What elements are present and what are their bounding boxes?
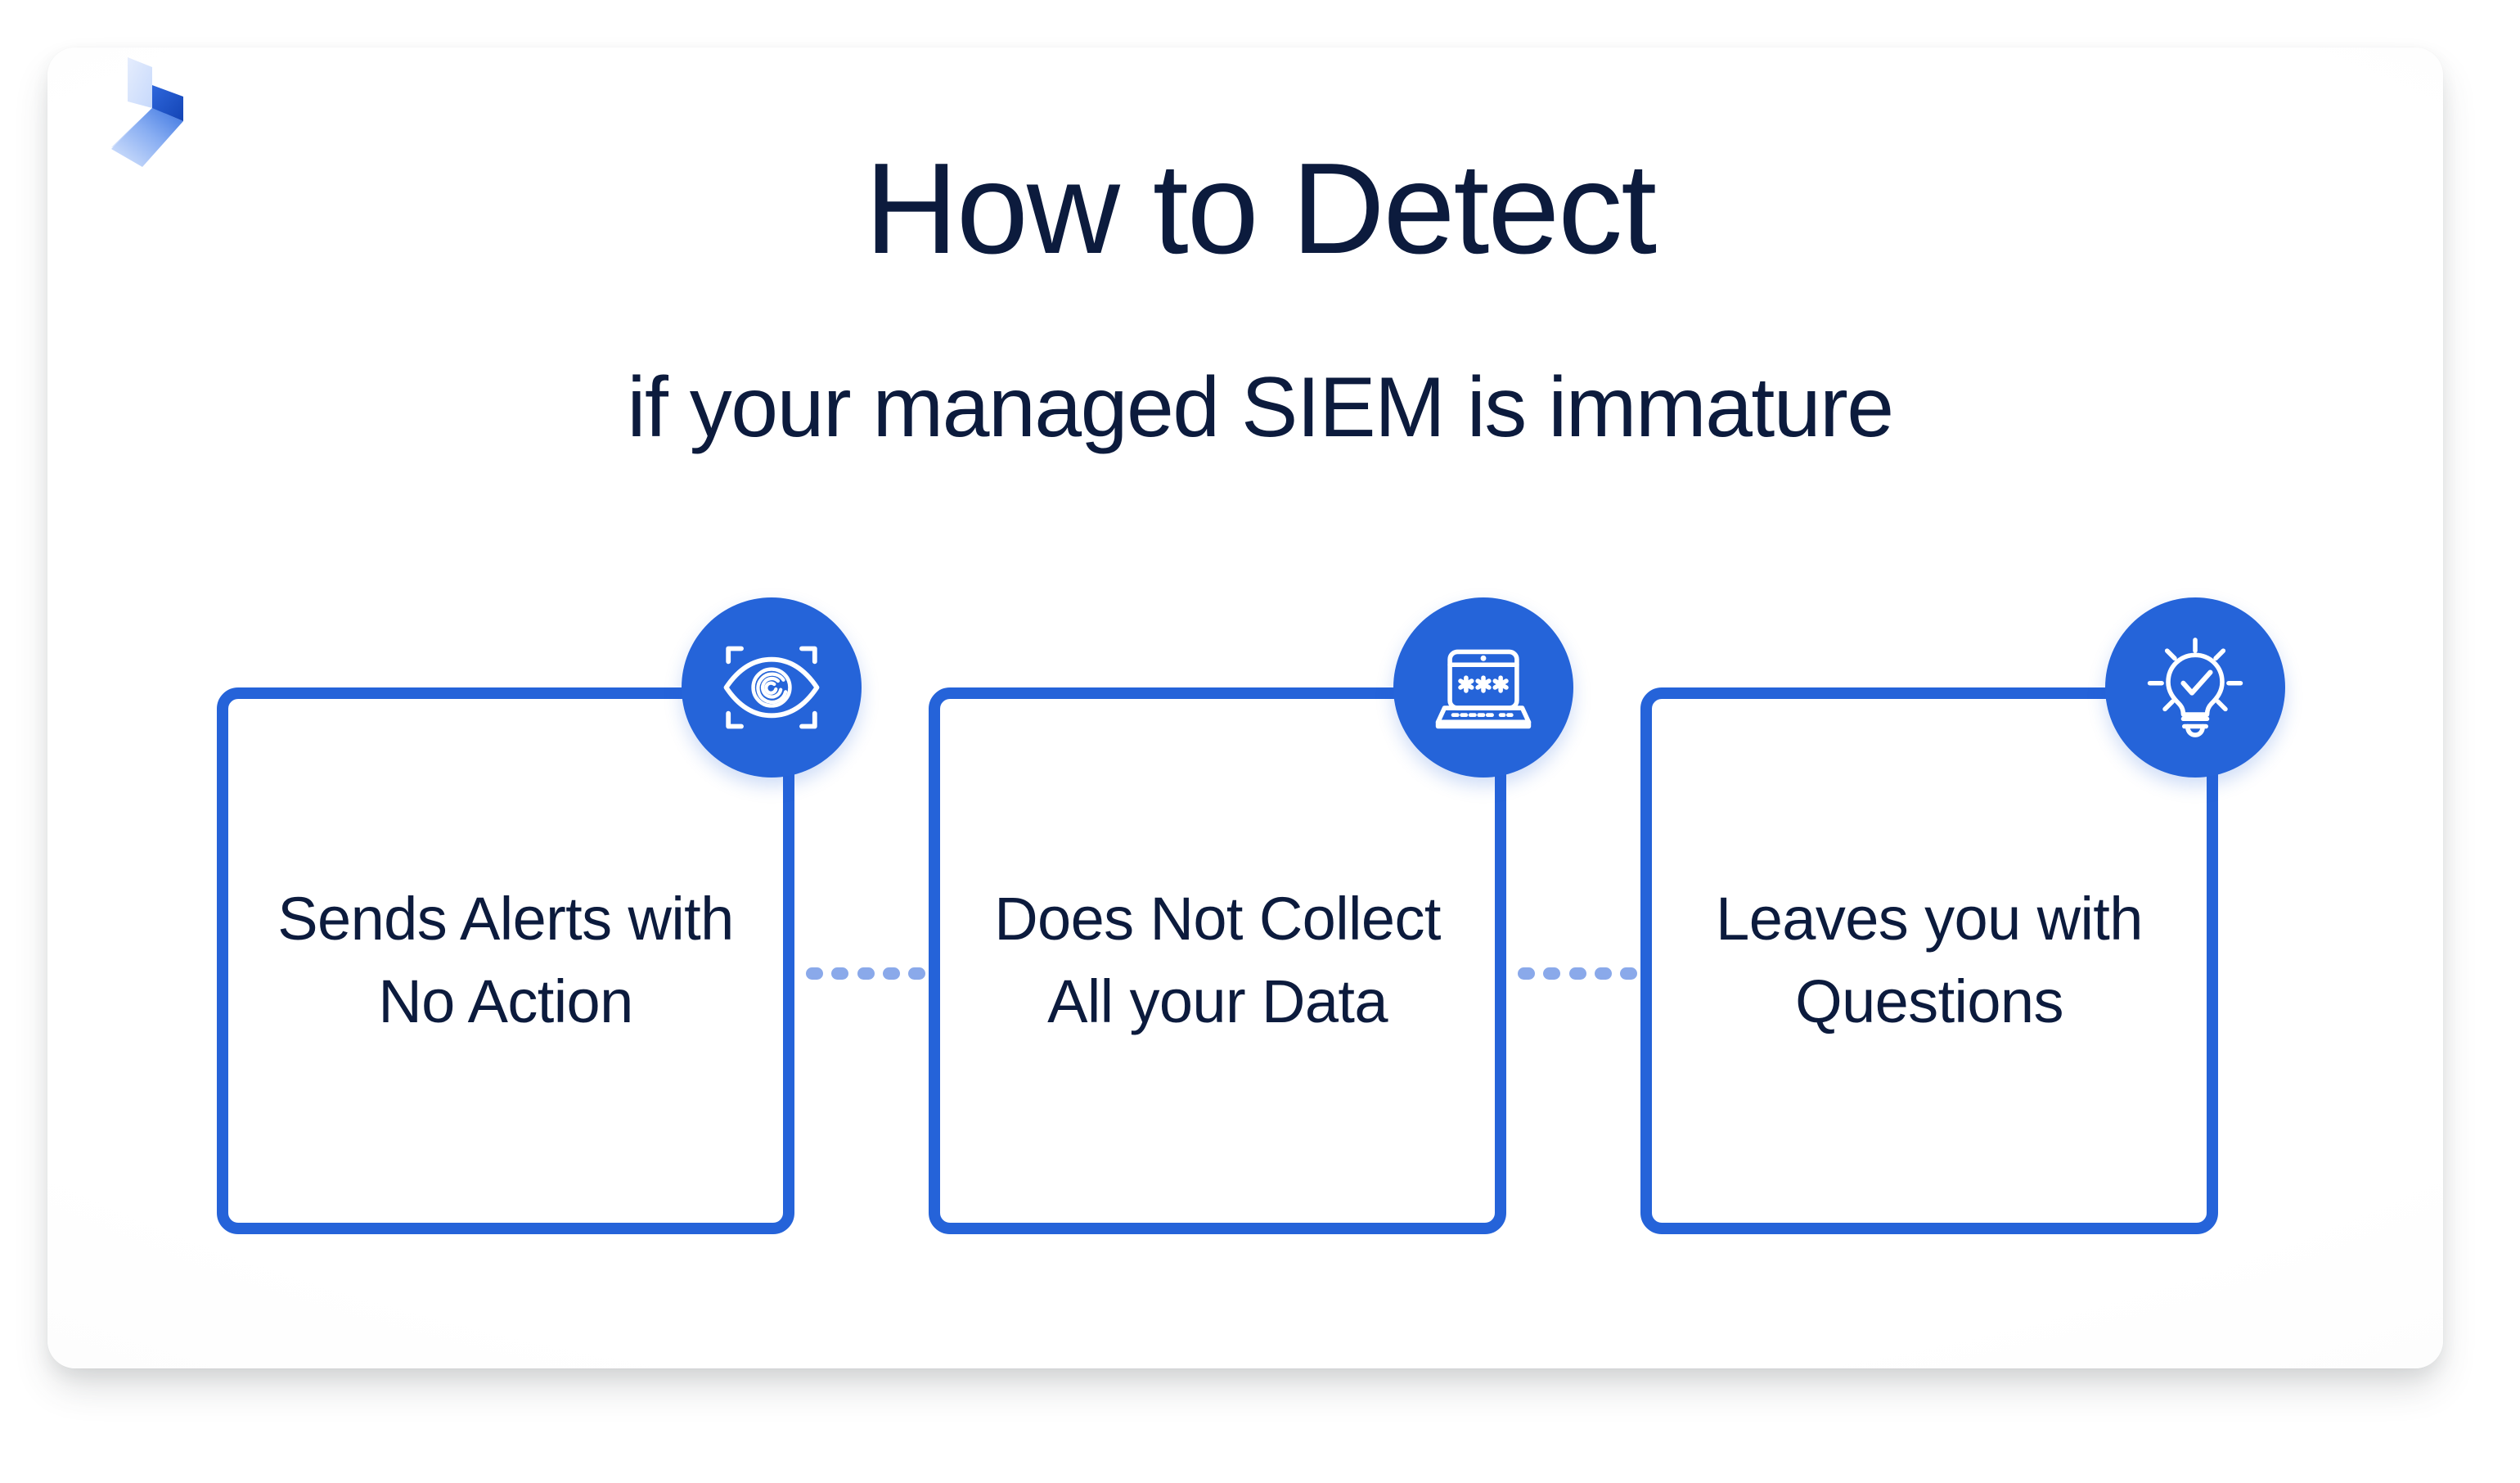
connector-dash [806, 967, 823, 980]
laptop-password-icon [1435, 649, 1532, 729]
connector-1-2 [806, 966, 925, 980]
connector-dash [831, 967, 849, 980]
connector-dash [1543, 967, 1561, 980]
card-label: Sends Alerts with No Action [277, 885, 734, 1035]
connector-dash [857, 967, 875, 980]
connector-dash [882, 967, 900, 980]
card-slot-2: Does Not Collect All your Data [929, 597, 1573, 1234]
brand-logo-mark [105, 51, 200, 174]
icon-bubble-1[interactable] [682, 597, 862, 778]
card-label: Does Not Collect All your Data [994, 885, 1441, 1035]
cards-row: Sends Alerts with No Action [0, 597, 2520, 1252]
card-slot-1: Sends Alerts with No Action [217, 597, 862, 1234]
eye-scan-icon [723, 646, 820, 729]
icon-bubble-2[interactable] [1393, 597, 1573, 778]
card-label: Leaves you with Questions [1716, 885, 2143, 1035]
page-title: How to Detect [864, 137, 1657, 281]
card-slot-3: Leaves you with Questions [1640, 597, 2285, 1234]
card-leaves-you-with-questions[interactable]: Leaves you with Questions [1640, 687, 2218, 1234]
connector-dash [1620, 967, 1637, 980]
connector-2-3 [1518, 966, 1637, 980]
connector-dash [1594, 967, 1612, 980]
icon-bubble-3[interactable] [2105, 597, 2285, 778]
lightbulb-check-icon [2147, 638, 2243, 737]
card-does-not-collect-all-your-data[interactable]: Does Not Collect All your Data [929, 687, 1506, 1234]
connector-dash [1568, 967, 1586, 980]
connector-dash [908, 967, 925, 980]
connector-dash [1518, 967, 1535, 980]
card-sends-alerts-with-no-action[interactable]: Sends Alerts with No Action [217, 687, 794, 1234]
page-subtitle: if your managed SIEM is immature [627, 360, 1894, 455]
